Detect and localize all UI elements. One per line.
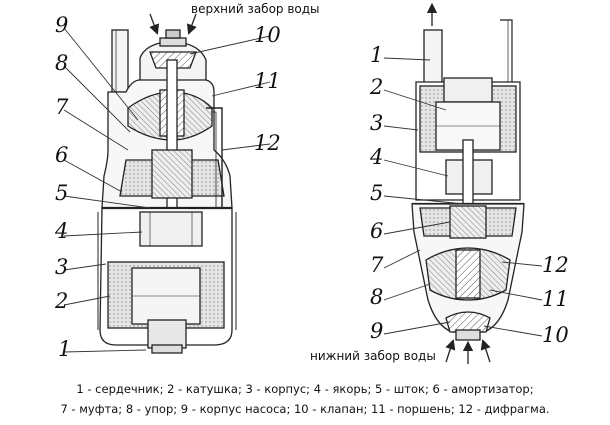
caption-bottom-intake: нижний забор воды [310,349,436,363]
label-left-9: 9 [55,13,68,37]
label-left-5: 5 [55,181,68,205]
label-left-1: 1 [58,337,71,361]
left-pump-drawing [97,13,237,354]
label-right-8: 8 [370,285,383,309]
legend-line-1: 1 - сердечник; 2 - катушка; 3 - корпус; … [76,382,534,396]
caption-top-intake: верхний забор воды [191,2,320,16]
label-left-4: 4 [54,219,68,243]
left-leader-lines [63,27,271,353]
label-left-8: 8 [55,51,68,75]
label-right-6: 6 [370,219,383,243]
label-right-2: 2 [369,75,383,99]
label-left-6: 6 [55,143,68,167]
label-right-12: 12 [542,253,569,277]
label-right-5: 5 [370,181,383,205]
label-right-11: 11 [542,287,569,311]
left-pump-labels: 9 8 7 6 5 4 3 2 1 10 11 12 [54,13,281,361]
label-right-10: 10 [542,323,569,347]
right-pump-labels: 1 2 3 4 5 6 7 8 9 12 11 10 [369,43,569,347]
label-left-10: 10 [254,23,281,47]
label-right-7: 7 [370,253,384,277]
pump-diagram: 9 8 7 6 5 4 3 2 1 10 11 12 верхний забор… [54,2,569,364]
right-leader-lines [383,57,543,337]
label-right-4: 4 [369,145,383,169]
label-right-9: 9 [370,319,383,343]
right-pump-drawing [411,2,525,364]
legend-line-2: 7 - муфта; 8 - упор; 9 - корпус насоса; … [60,402,550,416]
label-right-3: 3 [370,111,383,135]
label-left-3: 3 [55,255,68,279]
label-left-12: 12 [254,131,281,155]
label-left-7: 7 [55,95,69,119]
label-right-1: 1 [370,43,383,67]
label-left-2: 2 [54,289,68,313]
label-left-11: 11 [254,69,281,93]
